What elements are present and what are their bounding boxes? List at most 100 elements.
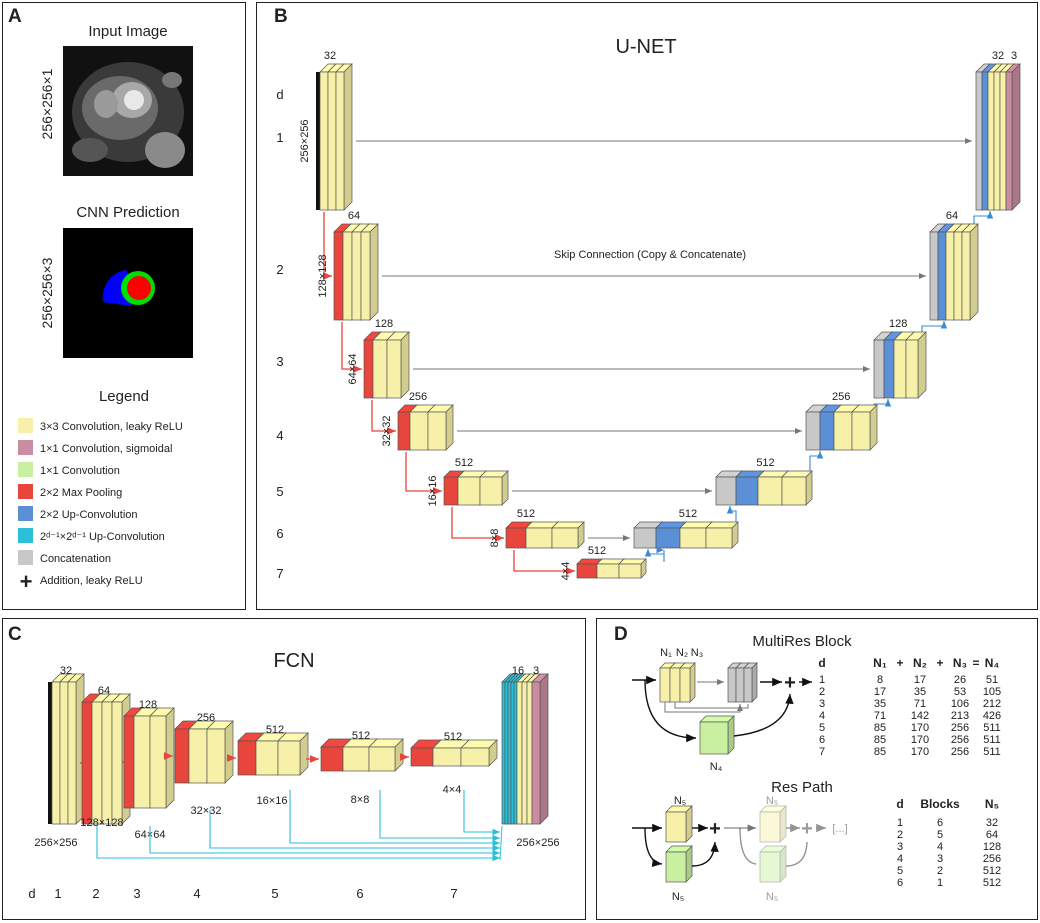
unet-title: U-NET	[615, 36, 676, 58]
depth-label: 4	[276, 428, 283, 443]
decoder-block	[781, 470, 813, 506]
concat-arrow	[664, 702, 743, 713]
depth-label: 5	[276, 484, 283, 499]
respath-table-cell: 5	[897, 865, 903, 877]
depth-label: 5	[271, 886, 278, 901]
upconv-skip-arrow	[96, 826, 500, 862]
multires-table-cell: 3	[819, 698, 825, 710]
upconv-arrow	[726, 506, 737, 524]
multires-table-cell: 51	[986, 674, 998, 686]
legend-swatch	[18, 506, 33, 521]
respath-table-cell: 3	[897, 841, 903, 853]
respath-table-cell: 4	[897, 853, 903, 865]
multires-table-header: +	[896, 656, 903, 670]
respath-table-cell: 64	[986, 829, 998, 841]
multires-table-cell: 2	[819, 686, 825, 698]
multires-table-cell: 106	[951, 698, 969, 710]
upconv-skip-arrow	[379, 790, 500, 842]
residual-conv-block	[759, 845, 787, 883]
conv-block	[149, 707, 175, 809]
respath-table-cell: 128	[983, 841, 1001, 853]
resolution-label: 128×128	[317, 254, 329, 297]
input-image-dims: 256×256×1	[39, 68, 55, 139]
multires-table-cell: 256	[951, 746, 969, 758]
residual-arrow	[785, 841, 808, 867]
residual-arrow	[644, 827, 663, 868]
cnn-prediction-image	[63, 228, 193, 358]
n3-label: N₃	[691, 647, 703, 659]
respath-table-cell: 512	[983, 865, 1001, 877]
residual-arrow	[644, 679, 697, 743]
input-layer	[316, 72, 320, 210]
conv-block	[460, 739, 498, 767]
panel-b-label: B	[274, 6, 288, 27]
respath-table-cell: 6	[937, 817, 943, 829]
plus-icon: +	[20, 569, 33, 594]
respath-table-header: d	[896, 797, 903, 811]
respath-table-cell: 1	[937, 877, 943, 889]
legend-item-label: 2×2 Up-Convolution	[40, 509, 138, 521]
conv-block	[335, 63, 353, 211]
multires-table-cell: 170	[911, 734, 929, 746]
multires-table-cell: 17	[914, 674, 926, 686]
decoder-block	[905, 331, 927, 399]
multires-table-cell: 426	[983, 710, 1001, 722]
resolution-label: 32×32	[381, 416, 393, 447]
fcn-diagram: 32256×256164128×128212864×64325632×32451…	[34, 665, 559, 901]
respath-table-header: N₅	[985, 797, 999, 811]
conv-block	[386, 331, 410, 399]
n5-label: N₅	[766, 891, 778, 903]
depth-label: 3	[276, 354, 283, 369]
legend-item-label: 1×1 Convolution, sigmoidal	[40, 443, 172, 455]
conv-block	[368, 738, 404, 772]
legend-item-label: 1×1 Convolution	[40, 465, 120, 477]
n5-label: N₅	[674, 795, 686, 807]
multires-table-header: N₄	[985, 656, 1000, 670]
legend-title: Legend	[99, 388, 149, 405]
legend-swatch	[18, 418, 33, 433]
channel-label: 512	[455, 457, 473, 469]
multires-table-cell: 256	[951, 722, 969, 734]
mri-input-image	[63, 46, 193, 176]
channel-label: 512	[517, 508, 535, 520]
maxpool-arrow	[451, 507, 504, 542]
resolution-label: 256×256	[34, 837, 77, 849]
conv-block	[360, 223, 379, 321]
channel-label: 64	[98, 685, 110, 697]
n5-label: N₅	[672, 891, 684, 903]
multires-table-header: d	[818, 656, 825, 670]
upconv-skip-arrow	[289, 790, 500, 847]
respath-table-cell: 2	[937, 865, 943, 877]
multires-table-header: N₂	[913, 656, 927, 670]
respath-table-cell: 5	[937, 829, 943, 841]
respath-table-cell: 4	[937, 841, 943, 853]
n5-label: N₅	[766, 795, 778, 807]
up-channel-label: 256	[832, 391, 850, 403]
unet-d-header: d	[276, 87, 283, 102]
resolution-label: 4×4	[560, 562, 572, 581]
multires-table-cell: 71	[874, 710, 886, 722]
multires-table-cell: 142	[911, 710, 929, 722]
multires-table-cell: 35	[874, 698, 886, 710]
residual-conv-block	[665, 845, 693, 883]
respath-table-cell: 256	[983, 853, 1001, 865]
multires-table-cell: 511	[983, 734, 1001, 746]
resolution-label: 4×4	[443, 784, 462, 796]
conv-block	[665, 805, 693, 843]
respath-title: Res Path	[771, 779, 833, 796]
multires-table-cell: 170	[911, 722, 929, 734]
multires-table-cell: 170	[911, 746, 929, 758]
multires-table-header: =	[972, 656, 979, 670]
ellipsis-label: [...]	[832, 823, 847, 835]
channel-label: 512	[266, 724, 284, 736]
conv-block	[551, 521, 585, 549]
channel-label: 32	[324, 50, 336, 62]
conv-block	[618, 558, 647, 579]
maxpool-arrow	[341, 322, 362, 373]
conv-block	[427, 404, 454, 451]
input-layer	[48, 682, 52, 824]
multires-table-cell: 53	[954, 686, 966, 698]
channel-label: 64	[348, 210, 360, 222]
upconv-skip-arrow	[463, 790, 500, 836]
